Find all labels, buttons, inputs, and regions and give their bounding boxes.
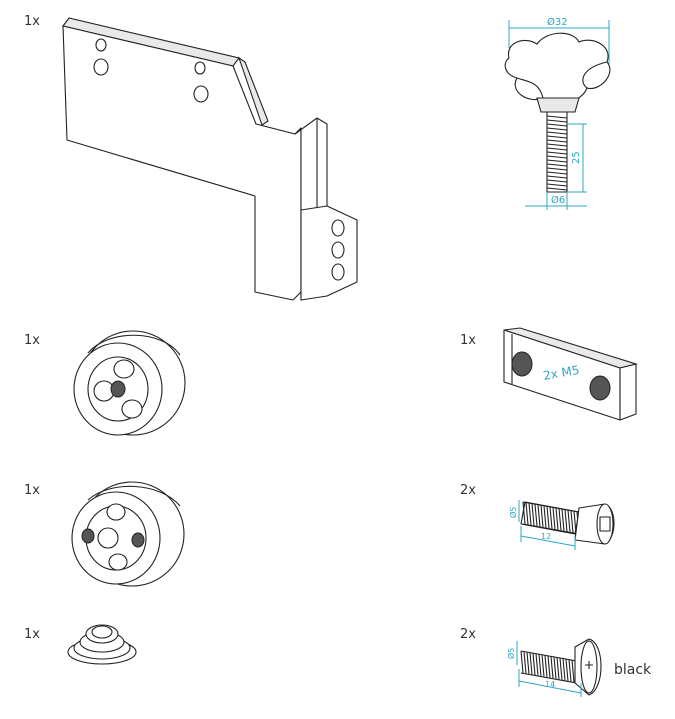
socket-cap-screw-icon: Ø5 12 [505, 490, 625, 560]
rosette-disc-a-icon [58, 325, 188, 445]
bracket-plate-icon [55, 10, 365, 310]
qty-socket-screw: 2x [460, 483, 476, 498]
knob-thread-label: Ø6 [551, 194, 565, 206]
spring-washer-icon [62, 618, 142, 668]
qty-countersunk-screw: 2x [460, 627, 476, 642]
slot-nut-label: 2x M5 [542, 363, 580, 383]
qty-rosette-b: 1x [24, 483, 40, 498]
rosette-disc-b-icon [58, 478, 188, 598]
socket-diameter-label: Ø5 [508, 507, 518, 518]
countersunk-diameter-label: Ø5 [506, 648, 516, 659]
qty-spring-washer: 1x [24, 627, 40, 642]
countersunk-length-label: 14 [545, 680, 555, 689]
countersunk-screw-icon: Ø5 14 [505, 633, 610, 703]
knob-length-label: 25 [571, 151, 582, 164]
countersunk-note: black [614, 662, 652, 678]
slot-nut-icon: 2x M5 [496, 324, 646, 424]
qty-slot-nut: 1x [460, 333, 476, 348]
socket-length-label: 12 [541, 532, 551, 541]
knob-diameter-label: Ø32 [547, 16, 568, 28]
qty-rosette-a: 1x [24, 333, 40, 348]
qty-bracket: 1x [24, 14, 40, 29]
star-knob-screw-icon: Ø32 25 Ø6 [495, 12, 625, 212]
